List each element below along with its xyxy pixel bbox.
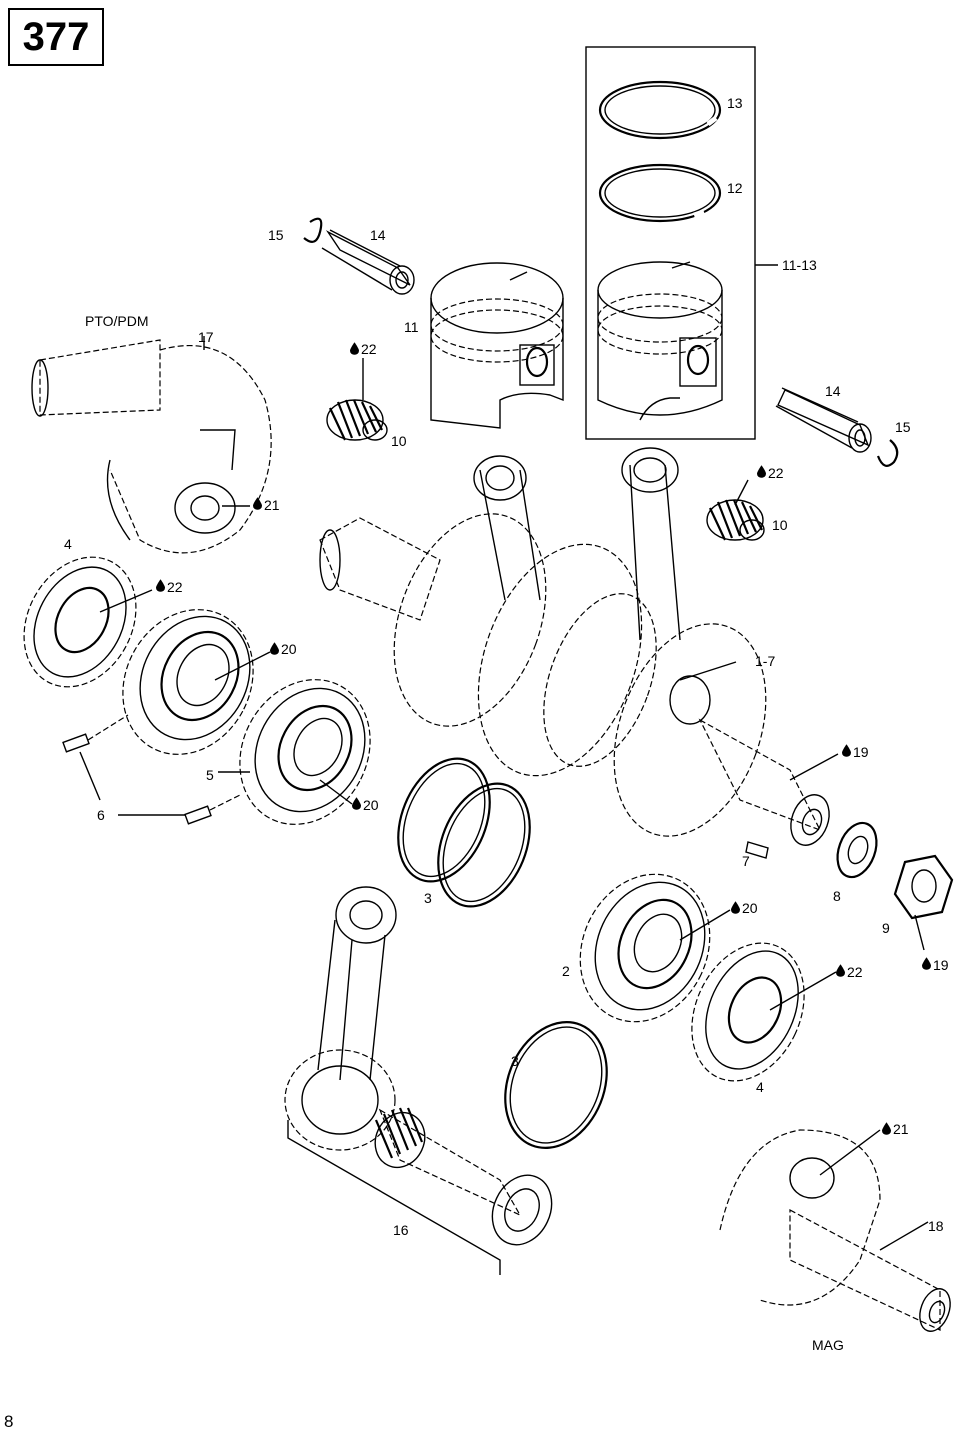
callout-19-a: 19 [853,744,869,760]
callout-10-a: 10 [391,433,407,449]
needle-bearing-10-right [706,499,765,541]
oil-drop-icon [731,901,740,914]
callout-3-a: 3 [424,890,432,906]
callout-1-7: 1-7 [755,653,775,669]
pto-crank-half-17 [31,339,272,554]
callout-4-b: 4 [756,1079,764,1095]
mag-label: MAG [812,1337,844,1353]
ring-3-b [437,782,531,908]
callout-10-b: 10 [772,517,788,533]
callout-3-b: 3 [511,1053,519,1069]
callout-5: 5 [206,767,214,783]
page-number: 8 [4,1412,14,1431]
oil-drop-icon [253,497,262,510]
piston-ring-12 [598,163,722,223]
callout-15-right: 15 [895,419,911,435]
callout-17: 17 [198,329,214,345]
lock-washer-8 [836,821,878,879]
connecting-rod-assembly-16 [284,886,553,1275]
piston-kit-box [585,46,778,440]
callout-22-a: 22 [361,341,377,357]
oil-drop-icon [922,957,931,970]
callout-21-b: 21 [893,1121,909,1137]
callout-14-right: 14 [825,383,841,399]
circlip-15-right [876,439,899,467]
callout-12: 12 [727,180,743,196]
callout-7: 7 [742,853,750,869]
piston-11 [430,262,564,429]
oil-seal-4-right [691,942,805,1082]
piston-kit-piston [597,261,723,421]
callout-15-top: 15 [268,227,284,243]
callout-2: 2 [562,963,570,979]
woodruff-key-7 [745,841,769,859]
oil-drop-icon [156,579,165,592]
oil-drop-icon [842,744,851,757]
ball-bearing-2 [579,873,711,1023]
callout-8: 8 [833,888,841,904]
callout-6: 6 [97,807,105,823]
callout-22-d: 22 [847,964,863,980]
crankshaft-assembly [319,447,830,846]
diagram-number: 377 [8,8,104,66]
callout-13: 13 [727,95,743,111]
pto-label: PTO/PDM [85,313,149,329]
callout-9: 9 [882,920,890,936]
ball-bearing-5-b [239,679,371,825]
callout-20-b: 20 [363,797,379,813]
piston-pin-14-right [775,387,872,453]
oil-drop-icon [350,342,359,355]
dowel-pins-6 [62,714,241,825]
callout-19-b: 19 [933,957,949,973]
callout-18: 18 [928,1218,944,1234]
piston-pin-14-top [321,229,415,295]
callout-16: 16 [393,1222,409,1238]
oil-drop-icon [270,642,279,655]
callout-21-a: 21 [264,497,280,513]
ball-bearing-5-a [122,609,254,755]
oil-drop-icon [836,964,845,977]
ring-3-c [504,1021,608,1149]
callout-20-a: 20 [281,641,297,657]
ring-3-a [397,757,491,883]
oil-drop-icon [882,1122,891,1135]
callout-20-c: 20 [742,900,758,916]
oil-drop-icon [757,465,766,478]
leader-lines [79,336,929,1251]
hex-nut-9 [893,854,954,920]
callout-14-top: 14 [370,227,386,243]
piston-ring-13 [598,80,722,140]
callout-4-a: 4 [64,536,72,552]
oil-drop-icon [352,797,361,810]
circlip-15-top [303,217,323,243]
callout-22-b: 22 [768,465,784,481]
callout-11-13: 11-13 [782,257,817,273]
oil-seal-4-left [23,556,137,688]
callout-22-c: 22 [167,579,183,595]
callout-11: 11 [404,319,419,335]
mag-crank-half-18 [719,1129,951,1332]
needle-bearing-10-top [326,399,388,441]
